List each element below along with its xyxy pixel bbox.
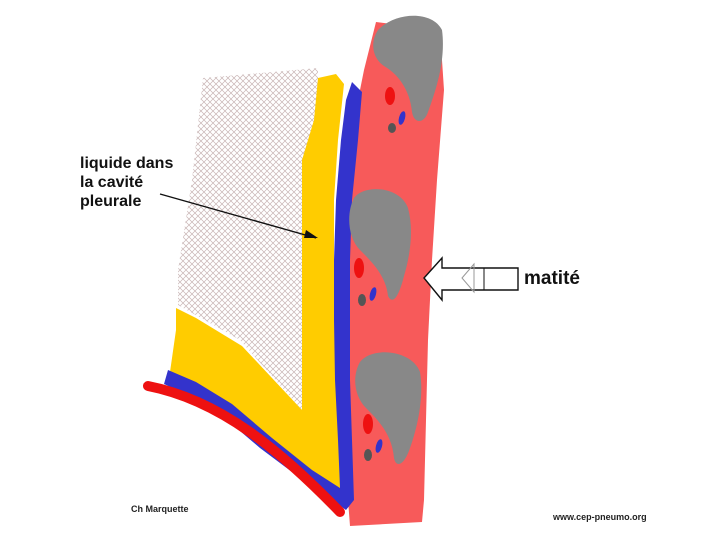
pleural-fluid-label-line1: liquide dans — [80, 154, 173, 173]
author-credit: Ch Marquette — [131, 504, 189, 514]
website-credit: www.cep-pneumo.org — [553, 512, 647, 522]
pleural-fluid-label: liquide dans la cavité pleurale — [80, 154, 173, 211]
pleural-fluid-label-line2: la cavité — [80, 173, 173, 192]
dullness-label: matité — [524, 268, 580, 290]
pleural-fluid-label-line3: pleurale — [80, 192, 173, 211]
percussion-arrow — [424, 258, 518, 300]
